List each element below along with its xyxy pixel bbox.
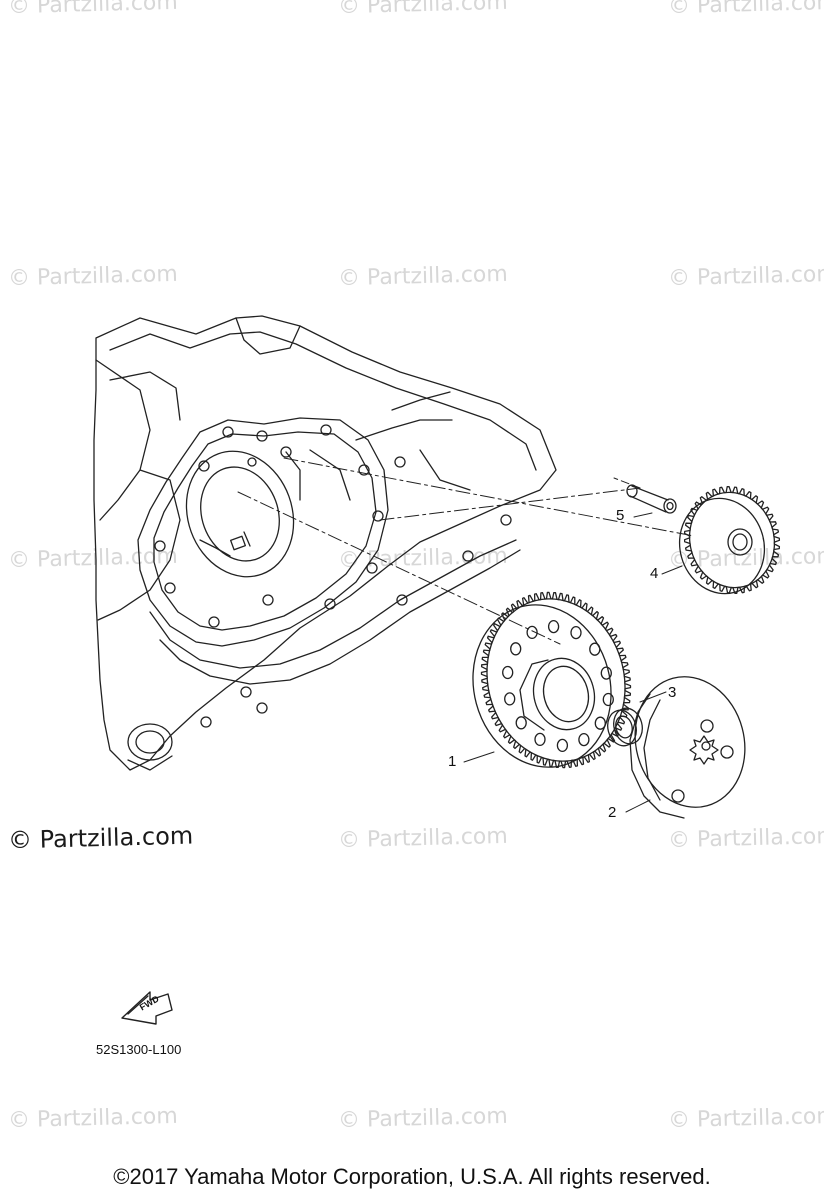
gear4-teeth-ring [683, 486, 781, 594]
callout-part4: 4 [650, 565, 659, 582]
gear1-lightening-hole [556, 738, 569, 753]
gear1-teeth-ring [480, 591, 632, 769]
part5-shaft [626, 484, 677, 514]
gear1-lightening-hole [570, 625, 582, 640]
gear1-lightening-hole [510, 642, 522, 656]
callout-part5: 5 [616, 507, 625, 524]
gear1-lightening-hole [534, 732, 546, 747]
crankcase-illustration [93, 315, 557, 771]
partzilla-watermark-main: © Partzilla.com [7, 821, 194, 855]
gear1-lightening-hole [594, 716, 606, 730]
gear1-lightening-hole [526, 625, 538, 640]
part4-idle-gear [678, 486, 781, 595]
part1-starter-wheel-gear [472, 591, 632, 769]
callout-part1: 1 [448, 753, 457, 770]
part3-bearing [607, 707, 643, 747]
gear1-lightening-hole [600, 666, 612, 680]
fwd-arrow-icon [121, 991, 173, 1025]
gear1-lightening-hole [578, 732, 590, 747]
callout-part3: 3 [668, 684, 677, 701]
gear1-lightening-hole [502, 665, 514, 680]
copyright-notice: ©2017 Yamaha Motor Corporation, U.S.A. A… [113, 1164, 711, 1189]
gear1-lightening-hole [589, 642, 601, 656]
gear1-lightening-hole [602, 692, 614, 707]
callout-leaders [463, 512, 683, 813]
gear1-lightening-hole [515, 716, 527, 730]
diagram-code: 52S1300-L100 [96, 1042, 182, 1057]
gear1-lightening-hole [504, 692, 516, 706]
gear1-lightening-hole [547, 619, 560, 634]
part2-starter-clutch [629, 676, 746, 819]
callout-part2: 2 [608, 804, 617, 821]
